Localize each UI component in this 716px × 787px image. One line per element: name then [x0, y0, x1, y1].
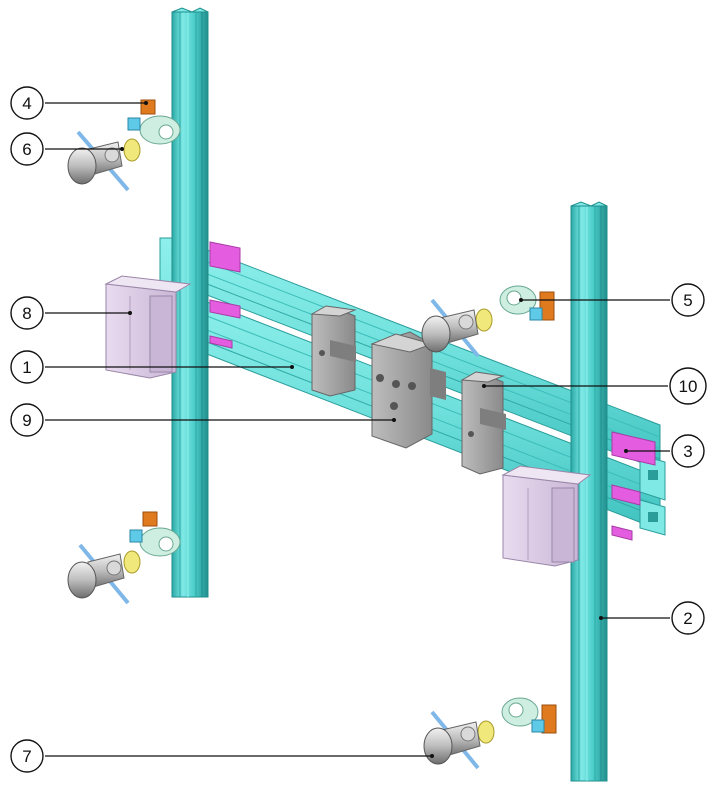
callout-2-label: 2 [683, 609, 692, 628]
callout-8-label: 8 [22, 304, 31, 323]
callout-9-label: 9 [22, 411, 31, 430]
vertical-post-left [171, 7, 209, 598]
callout-3: 3 [624, 434, 705, 468]
bracket-left [104, 275, 192, 379]
callout-6-label: 6 [22, 140, 31, 159]
callout-4-label: 4 [22, 94, 31, 113]
t-nut [209, 241, 656, 541]
fastener-middle-right [421, 285, 555, 358]
clamp-block-small-left [310, 305, 357, 397]
center-block [370, 331, 446, 449]
callout-5-label: 5 [683, 291, 692, 310]
callout-1-label: 1 [22, 358, 31, 377]
callout-10-label: 10 [679, 377, 698, 396]
fastener-upper-left [67, 99, 181, 192]
callout-8: 8 [10, 296, 132, 330]
callout-2: 2 [599, 601, 705, 635]
callout-6: 6 [10, 132, 124, 166]
clamp-block-small-right [460, 371, 506, 475]
fastener-lower-right [423, 697, 557, 770]
fastener-lower-left [67, 511, 181, 605]
callout-4: 4 [10, 86, 148, 120]
callout-5: 5 [519, 283, 705, 317]
callout-7-label: 7 [22, 747, 31, 766]
callout-9: 9 [10, 403, 396, 437]
bracket-right [501, 465, 592, 567]
callout-1: 1 [10, 350, 294, 384]
callout-3-label: 3 [683, 442, 692, 461]
callout-10: 10 [482, 367, 707, 405]
callout-7: 7 [10, 739, 434, 773]
